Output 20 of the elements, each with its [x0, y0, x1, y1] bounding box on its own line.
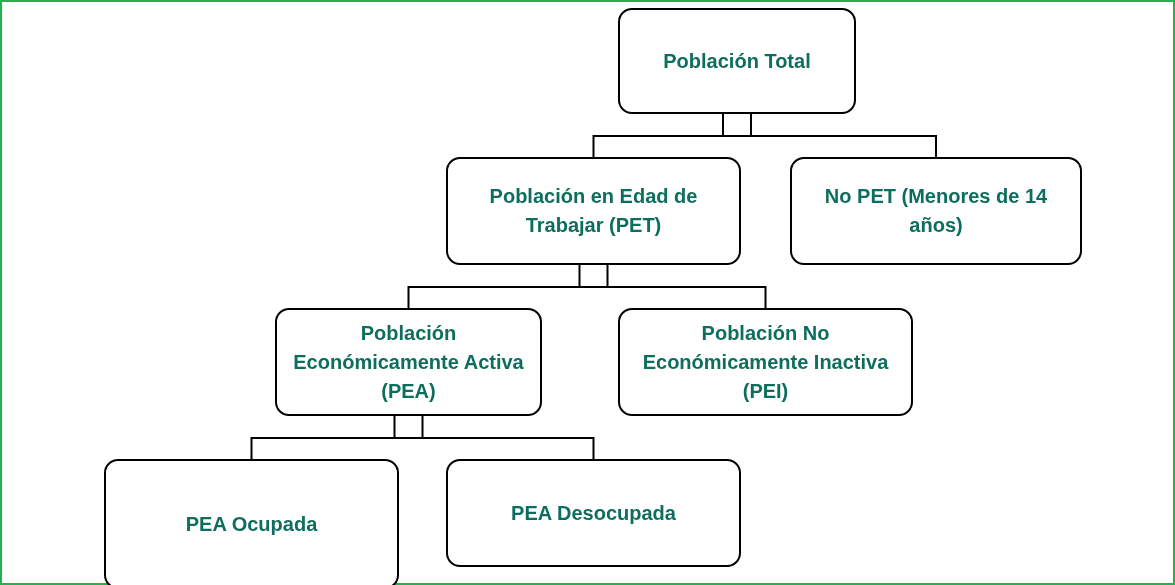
box-label: Población Económicamente Activa (PEA)	[292, 320, 525, 404]
connector-line	[393, 415, 595, 460]
connector-line	[578, 264, 767, 309]
org-chart-box	[618, 8, 856, 114]
box-label: PEA Ocupada	[185, 511, 318, 537]
org-chart-box	[104, 459, 399, 585]
org-chart-box	[790, 157, 1082, 265]
connector-line	[250, 415, 396, 460]
org-chart-box	[446, 459, 741, 567]
box-label: Población Total	[663, 48, 811, 74]
org-chart-box	[446, 157, 741, 265]
org-chart-box	[275, 308, 542, 416]
box-label: No PET (Menores de 14 años)	[823, 184, 1049, 238]
org-chart-box	[618, 308, 913, 416]
box-label: Población en Edad de Trabajar (PET)	[488, 184, 699, 238]
connector-line	[592, 113, 724, 158]
box-label: Población No Económicamente Inactiva (PEI)	[641, 320, 890, 404]
box-label: PEA Desocupada	[511, 500, 676, 526]
connector-line	[407, 264, 581, 309]
connector-line	[722, 113, 937, 158]
